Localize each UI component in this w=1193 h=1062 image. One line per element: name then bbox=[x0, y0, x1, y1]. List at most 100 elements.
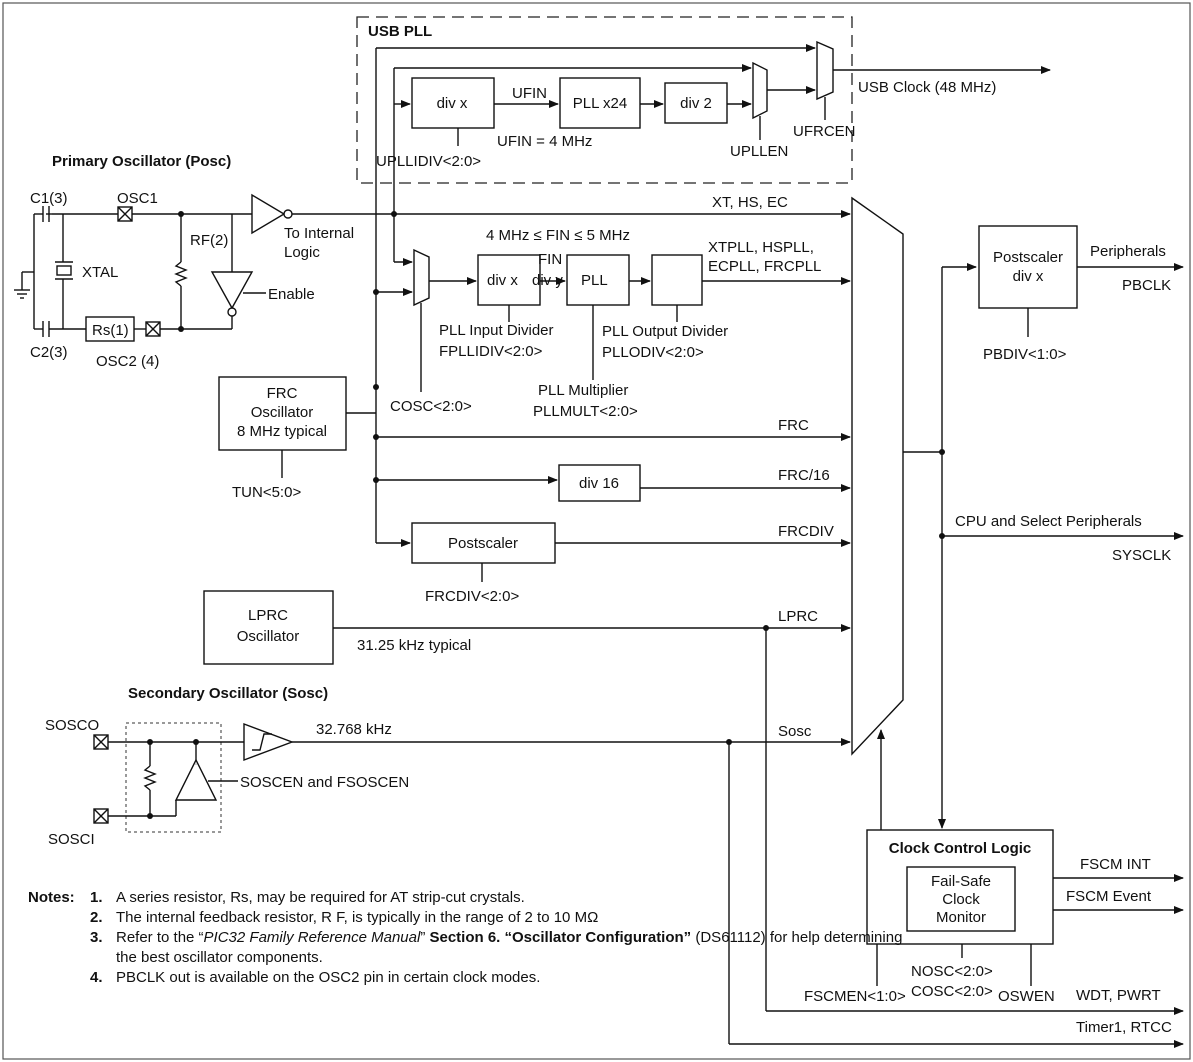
soscen-label: SOSCEN and FSOSCEN bbox=[240, 774, 409, 791]
secondary-osc-title: Secondary Oscillator (Sosc) bbox=[128, 685, 328, 702]
ufin-label: UFIN bbox=[512, 85, 547, 102]
note-1-number: 1. bbox=[90, 889, 103, 906]
note-3: 3. Refer to the “PIC32 Family Reference … bbox=[28, 928, 908, 968]
osc2-label: OSC2 (4) bbox=[96, 353, 159, 370]
to-internal-label-1: To Internal bbox=[284, 225, 354, 242]
fscm-int-label: FSCM INT bbox=[1080, 856, 1151, 873]
fscm-label-1: Fail-Safe bbox=[931, 873, 991, 890]
note-4-text: PBCLK out is available on the OSC2 pin i… bbox=[116, 969, 541, 986]
note-4-number: 4. bbox=[90, 969, 103, 986]
frcdiv-input-label: FRCDIV bbox=[778, 523, 834, 540]
xt-hs-ec-label: XT, HS, EC bbox=[712, 194, 788, 211]
pb-postscaler-label-2: div x bbox=[1013, 268, 1044, 285]
notes-heading: Notes: bbox=[28, 889, 75, 906]
pbclk-label: PBCLK bbox=[1122, 277, 1171, 294]
sysclk-label: SYSCLK bbox=[1112, 547, 1171, 564]
note-3-manual: PIC32 Family Reference Manual bbox=[203, 929, 421, 946]
lprc-label-1: LPRC bbox=[248, 607, 288, 624]
cpu-peripherals-label: CPU and Select Peripherals bbox=[955, 513, 1142, 530]
fscm-label-3: Monitor bbox=[936, 909, 986, 926]
frc-label-3: 8 MHz typical bbox=[237, 423, 327, 440]
xtpll-label-2: ECPLL, FRCPLL bbox=[708, 258, 821, 275]
frcdiv-select-label: FRCDIV<2:0> bbox=[425, 588, 519, 605]
note-1: Notes: 1. A series resistor, Rs, may be … bbox=[28, 888, 908, 908]
usb-mux-upllen bbox=[752, 61, 768, 120]
pll-label: PLL bbox=[581, 272, 608, 289]
lprc-oscillator-box bbox=[203, 590, 334, 665]
oswen-label: OSWEN bbox=[998, 988, 1055, 1005]
pll-multiplier-label: PLL Multiplier bbox=[538, 382, 628, 399]
main-clock-mux bbox=[851, 196, 904, 756]
usb-clock-label: USB Clock (48 MHz) bbox=[858, 79, 996, 96]
sosc-freq-label: 32.768 kHz bbox=[316, 721, 392, 738]
pll-input-divider-box bbox=[477, 254, 541, 306]
usb-pll-region bbox=[356, 16, 853, 184]
pll-box bbox=[566, 254, 630, 306]
wdt-pwrt-label: WDT, PWRT bbox=[1076, 987, 1161, 1004]
usb-div-x-box bbox=[411, 77, 495, 129]
note-3-number: 3. bbox=[90, 929, 103, 946]
enable-label: Enable bbox=[268, 286, 315, 303]
frc16-input-label: FRC/16 bbox=[778, 467, 830, 484]
lprc-typical-label: 31.25 kHz typical bbox=[357, 637, 471, 654]
ufrcen-label: UFRCEN bbox=[793, 123, 856, 140]
sosc-schmitt-buffer bbox=[243, 722, 294, 762]
upllidiv-label: UPLLIDIV<2:0> bbox=[376, 153, 481, 170]
frc-oscillator-box bbox=[218, 376, 347, 451]
note-3-text: Refer to the “PIC32 Family Reference Man… bbox=[116, 929, 903, 966]
lprc-input-label: LPRC bbox=[778, 608, 818, 625]
peripherals-label: Peripherals bbox=[1090, 243, 1166, 260]
rf-label: RF(2) bbox=[190, 232, 228, 249]
usb-pll-x24-box bbox=[559, 77, 641, 129]
timer1-rtcc-label: Timer1, RTCC bbox=[1076, 1019, 1172, 1036]
upllen-label: UPLLEN bbox=[730, 143, 788, 160]
notes-section: Notes: 1. A series resistor, Rs, may be … bbox=[28, 888, 908, 988]
note-2-number: 2. bbox=[90, 909, 103, 926]
nosc-label: NOSC<2:0> bbox=[911, 963, 993, 980]
sosc-inverter bbox=[174, 758, 218, 801]
usb-div2-label: div 2 bbox=[680, 95, 712, 112]
fpllidiv-label: FPLLIDIV<2:0> bbox=[439, 343, 543, 360]
fscmen-label: FSCMEN<1:0> bbox=[804, 988, 906, 1005]
note-2: 2. The internal feedback resistor, R F, … bbox=[28, 908, 908, 928]
sosc-input-label: Sosc bbox=[778, 723, 812, 740]
osc1-label: OSC1 bbox=[117, 190, 158, 207]
lprc-label-2: Oscillator bbox=[237, 628, 300, 645]
pbdiv-label: PBDIV<1:0> bbox=[983, 346, 1067, 363]
note-4: 4. PBCLK out is available on the OSC2 pi… bbox=[28, 968, 908, 988]
div16-box bbox=[558, 464, 641, 502]
posc-buffer bbox=[251, 193, 286, 235]
fin-range-label: 4 MHz ≤ FIN ≤ 5 MHz bbox=[486, 227, 630, 244]
div16-label: div 16 bbox=[579, 475, 619, 492]
pll-input-mux bbox=[413, 248, 430, 307]
pb-postscaler-label-1: Postscaler bbox=[993, 249, 1063, 266]
pllmult-label: PLLMULT<2:0> bbox=[533, 403, 638, 420]
frc-label-2: Oscillator bbox=[251, 404, 314, 421]
pll-input-divider-label: PLL Input Divider bbox=[439, 322, 554, 339]
pll-div-x-label: div x bbox=[487, 272, 518, 289]
c2-label: C2(3) bbox=[30, 344, 68, 361]
xtpll-label-1: XTPLL, HSPLL, bbox=[708, 239, 814, 256]
cosc-mux-label: COSC<2:0> bbox=[390, 398, 472, 415]
pll-output-divider-box bbox=[651, 254, 703, 306]
div-y-label: div y bbox=[532, 272, 563, 289]
note-1-text: A series resistor, Rs, may be required f… bbox=[116, 889, 525, 906]
fin-label: FIN bbox=[538, 251, 562, 268]
fail-safe-monitor-box bbox=[906, 866, 1016, 932]
sosco-label: SOSCO bbox=[45, 717, 99, 734]
rs-label: Rs(1) bbox=[92, 322, 129, 339]
usb-div-x-label: div x bbox=[437, 95, 468, 112]
c1-label: C1(3) bbox=[30, 190, 68, 207]
tun-label: TUN<5:0> bbox=[232, 484, 301, 501]
xtal-label: XTAL bbox=[82, 264, 118, 281]
ufin-equals-label: UFIN = 4 MHz bbox=[497, 133, 592, 150]
usb-div2-box bbox=[664, 82, 728, 124]
pllodiv-label: PLLODIV<2:0> bbox=[602, 344, 704, 361]
note-2-text: The internal feedback resistor, R F, is … bbox=[116, 909, 599, 926]
usb-pll-x24-label: PLL x24 bbox=[573, 95, 628, 112]
usb-pll-title: USB PLL bbox=[368, 23, 432, 40]
to-internal-label-2: Logic bbox=[284, 244, 320, 261]
pll-output-divider-label: PLL Output Divider bbox=[602, 323, 728, 340]
